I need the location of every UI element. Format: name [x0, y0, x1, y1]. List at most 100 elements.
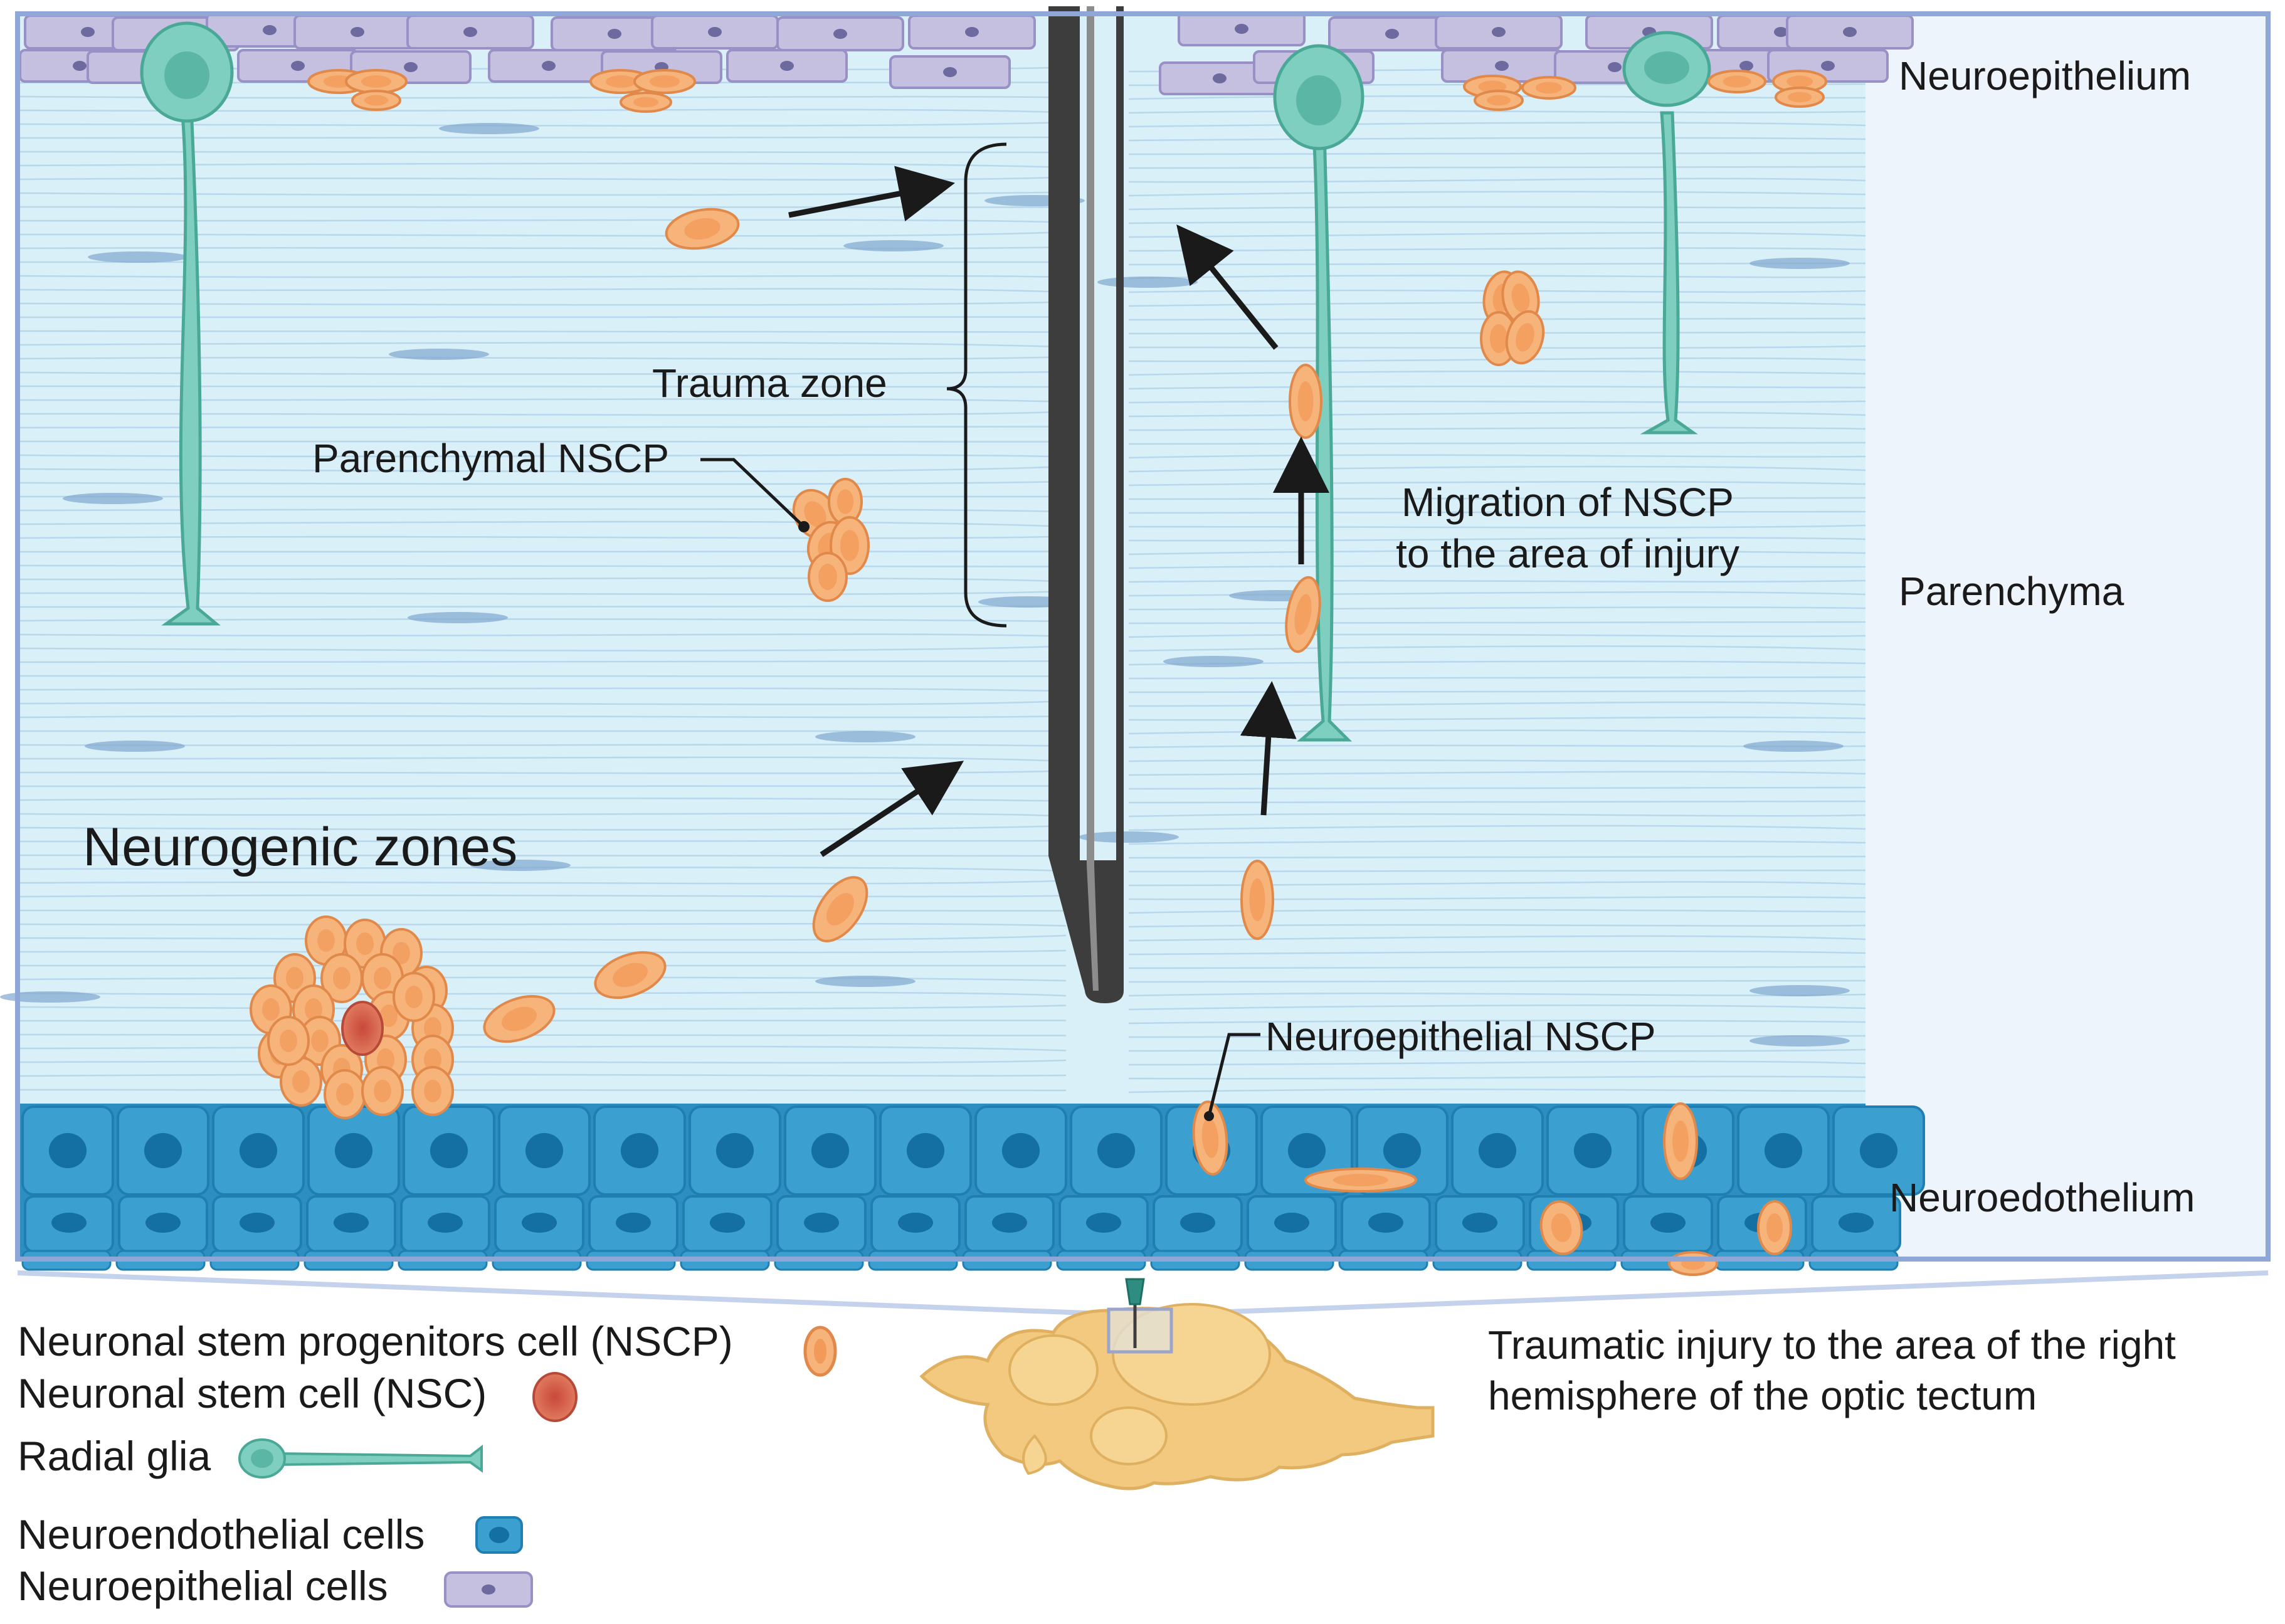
neuroepithelial-nucleus: [1821, 61, 1835, 71]
parenchymal-nscp-label: Parenchymal NSCP: [312, 436, 669, 481]
legend-nscp-label: Neuronal stem progenitors cell (NSCP): [18, 1318, 733, 1364]
neuroendothelial-nucleus: [992, 1213, 1027, 1233]
smudge: [408, 612, 508, 623]
cluster-nscp-nucleus: [424, 1017, 441, 1040]
trauma-zone-bracket: [946, 142, 1007, 628]
neuroendothelial-nucleus: [1574, 1133, 1612, 1168]
smudge: [815, 731, 916, 742]
fiber-line: [19, 465, 1866, 473]
fiber-line: [19, 1059, 1866, 1066]
nscp-cell: [1505, 310, 1545, 365]
neuroendothelial-nucleus: [522, 1213, 557, 1233]
arrow-neurogenic: [820, 761, 964, 857]
neuroepithelial-nucleus: [965, 27, 979, 37]
neuroepithelial-nucleus: [1235, 24, 1248, 34]
fiber-line: [19, 231, 1866, 238]
fiber-line: [19, 934, 1866, 942]
nscp-cell: [1285, 576, 1321, 653]
neuroepithelial-nucleus: [351, 27, 364, 37]
fiber-line: [19, 136, 1866, 142]
fiber-line: [19, 191, 1866, 197]
nscp-cell: [1240, 860, 1274, 940]
nscp-nucleus: [1490, 324, 1507, 354]
cluster-nscp-nucleus: [333, 967, 351, 989]
neuroendothelial-nucleus: [811, 1133, 849, 1168]
brain-illustration: [919, 1278, 1435, 1490]
migration-label-line1: Migration of NSCP: [1401, 480, 1734, 525]
nscp-nucleus: [633, 97, 658, 108]
legend-radial-glia-label: Radial glia: [18, 1433, 211, 1479]
nscp-cell: [1707, 70, 1766, 93]
smudge: [63, 493, 163, 504]
arrow-glia-diagonal: [1176, 224, 1279, 350]
layer-label-neuroepithelium: Neuroepithelium: [1899, 53, 2191, 98]
fiber-line: [19, 206, 1866, 211]
neuroepithelial-nucleus: [1213, 73, 1227, 83]
neuroepithelial-nscp-dot: [1204, 1111, 1214, 1121]
nscp-nucleus: [1788, 92, 1812, 103]
nscp-nucleus: [650, 75, 680, 88]
neuroendothelial-nucleus: [907, 1133, 944, 1168]
fiber-line: [19, 411, 1866, 418]
neuroepithelial-nucleus: [73, 61, 87, 71]
nscp-nucleus: [606, 75, 636, 88]
smudge: [1743, 741, 1844, 752]
nscp-nucleus: [1478, 80, 1507, 93]
nscp-nucleus: [818, 564, 837, 590]
fiber-line: [19, 645, 1866, 652]
smudge: [88, 251, 188, 263]
fiber-line: [19, 385, 1866, 390]
neuroendothelial-nucleus: [898, 1213, 933, 1233]
smudge: [1749, 258, 1850, 269]
nscp-nucleus: [364, 95, 388, 106]
nscp-cell: [633, 69, 696, 94]
arrow-top-left: [788, 166, 956, 222]
neuroepithelial-nucleus: [1495, 61, 1509, 71]
neuroendothelial-nucleus: [1650, 1213, 1686, 1233]
arrow-up-lower: [1240, 681, 1297, 816]
neuroendothelial-nucleus: [1002, 1133, 1040, 1168]
fiber-line: [19, 342, 1866, 349]
neuroepithelial-nucleus: [1739, 61, 1753, 71]
cluster-nscp-nucleus: [377, 1048, 394, 1071]
nscp-nucleus: [1786, 75, 1813, 88]
cluster-nscp-nucleus: [286, 967, 303, 989]
legend-neuroendothelial-label: Neuroendothelial cells: [18, 1511, 425, 1558]
smudge: [843, 240, 944, 251]
nscp-cell: [1757, 1200, 1792, 1255]
cluster-nscp-nucleus: [317, 929, 335, 952]
injury-caption-line2: hemisphere of the optic tectum: [1488, 1373, 2037, 1418]
nscp-nucleus: [1297, 381, 1314, 421]
parenchymal-nscp-dot: [798, 521, 810, 532]
radial-glia-right-2: [1622, 31, 1711, 435]
nscp-nucleus: [1511, 283, 1530, 312]
legend-radial-glia-swatch: [238, 1438, 483, 1479]
fiber-line: [19, 1004, 1866, 1011]
smudge: [815, 976, 916, 987]
fiber-line: [19, 480, 1866, 487]
radial-glia-left: [140, 21, 234, 626]
migration-arrows: [788, 166, 1329, 857]
trauma-zone-label: Trauma zone: [652, 361, 887, 406]
neuroepithelial-nucleus: [263, 25, 277, 35]
cluster-nscp-nucleus: [356, 932, 374, 955]
fiber-line: [19, 564, 1866, 569]
nscp-cell: [1539, 1200, 1583, 1255]
nsc-cell: [341, 1001, 384, 1056]
cluster-nscp-nucleus: [393, 942, 410, 964]
nscp-nucleus: [361, 75, 391, 88]
legend-nsc-label: Neuronal stem cell (NSC): [18, 1370, 487, 1416]
neuroepithelial-nucleus: [81, 27, 95, 37]
neuroepithelial-nucleus: [291, 61, 305, 71]
fiber-line: [19, 1045, 1866, 1052]
fiber-line: [19, 1073, 1866, 1080]
neuroendothelial-nucleus: [710, 1213, 745, 1233]
smudge: [439, 123, 539, 134]
neuroendothelial-nucleus: [1839, 1213, 1874, 1233]
nscp-cell: [351, 90, 401, 111]
migration-label-line2: to the area of injury: [1396, 531, 1739, 576]
fiber-line: [19, 356, 1866, 362]
smudge: [1079, 831, 1179, 843]
fiber-line: [19, 121, 1866, 128]
